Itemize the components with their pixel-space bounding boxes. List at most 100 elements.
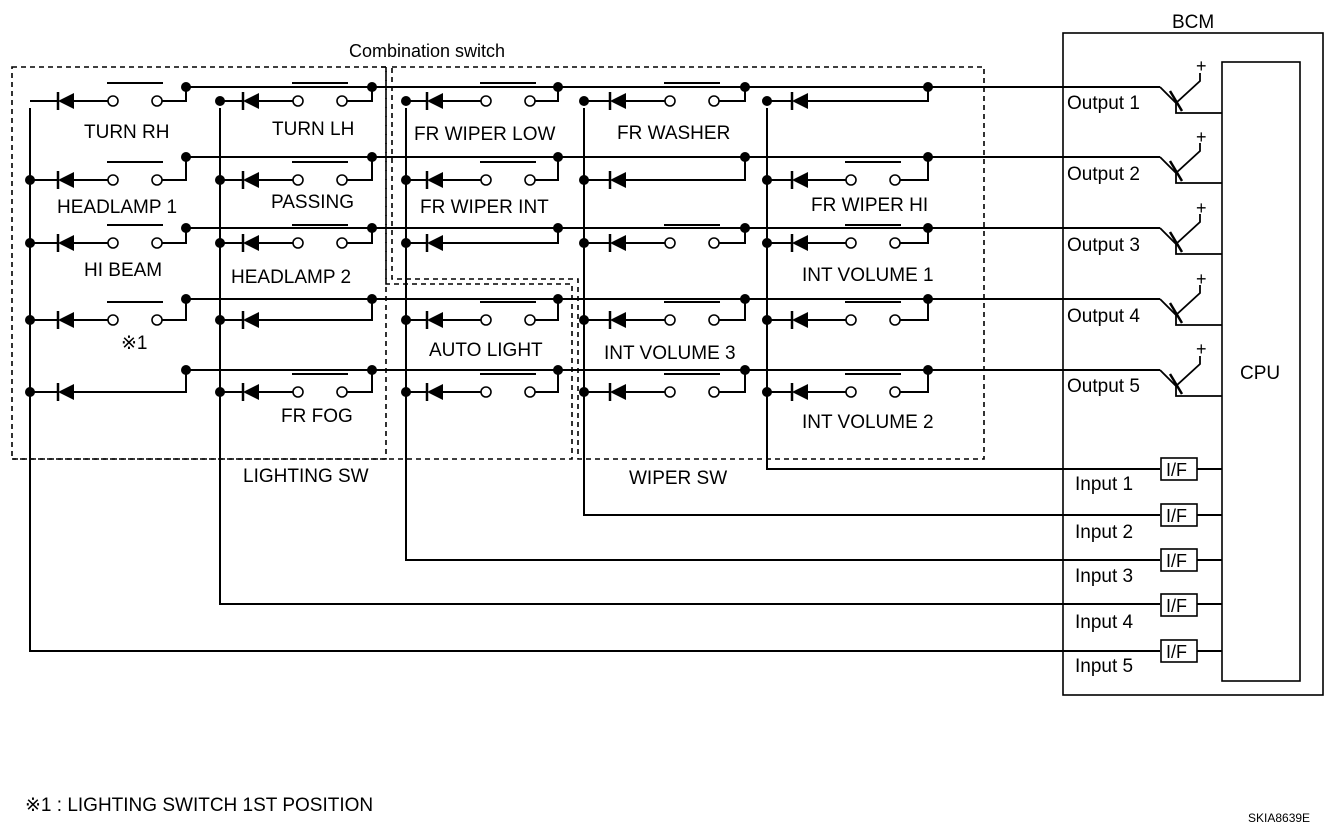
wire [162, 299, 187, 321]
diode [243, 384, 259, 400]
switch-contact [480, 301, 536, 326]
cpu-box [1221, 61, 1301, 682]
junction-dot [740, 152, 750, 162]
switch-contact [107, 224, 163, 249]
label-note-1: ※1 [121, 333, 148, 354]
interface-2: I/F [1160, 503, 1198, 527]
input-label-5: Input 5 [1075, 656, 1133, 677]
diode [792, 312, 808, 328]
input-5-line [29, 108, 1160, 652]
junction-dot [579, 96, 589, 106]
input-label-2: Input 2 [1075, 522, 1133, 543]
wire [535, 157, 559, 181]
input-label-1: Input 1 [1075, 474, 1133, 495]
wire [626, 157, 746, 181]
junction-dot [553, 294, 563, 304]
plus-4: + [1196, 269, 1207, 289]
interface-5: I/F [1160, 639, 1198, 663]
output-transistor-3 [1159, 214, 1222, 255]
junction-dot [762, 96, 772, 106]
svg-text:I/F: I/F [1166, 506, 1187, 526]
junction-dot [367, 82, 377, 92]
diode [427, 384, 443, 400]
junction-dot [401, 175, 411, 185]
switch-contact [292, 82, 348, 107]
lighting-switch-enclosure [12, 66, 573, 460]
label-fr-wiper-hi: FR WIPER HI [811, 195, 928, 216]
input-label-4: Input 4 [1075, 612, 1134, 633]
junction-dot [923, 365, 933, 375]
junction-dot [553, 365, 563, 375]
label-headlamp-2: HEADLAMP 2 [231, 267, 351, 288]
diode [427, 235, 443, 251]
combination-switch-enclosure [11, 66, 387, 460]
switch-contact [664, 301, 720, 326]
junction-dot [181, 294, 191, 304]
junction-dot [367, 223, 377, 233]
junction-dot [367, 365, 377, 375]
junction-dot [762, 387, 772, 397]
junction-dot [181, 152, 191, 162]
wire [900, 370, 929, 393]
lighting-sw-label: LIGHTING SW [243, 466, 369, 487]
label-hi-beam: HI BEAM [84, 260, 162, 281]
wire [259, 299, 373, 321]
wire [535, 370, 559, 393]
svg-text:I/F: I/F [1166, 551, 1187, 571]
junction-dot [367, 152, 377, 162]
diode [792, 235, 808, 251]
diode [58, 384, 74, 400]
plus-5: + [1196, 339, 1207, 359]
junction-dot [181, 365, 191, 375]
junction-dot [740, 294, 750, 304]
diode [58, 312, 74, 328]
cpu-label: CPU [1240, 363, 1280, 384]
diode [427, 312, 443, 328]
interface-3: I/F [1160, 548, 1198, 572]
junction-dot [579, 238, 589, 248]
switch-contact [292, 161, 348, 186]
junction-dot [923, 82, 933, 92]
svg-text:I/F: I/F [1166, 460, 1187, 480]
label-auto-light: AUTO LIGHT [429, 340, 543, 361]
junction-dot [553, 223, 563, 233]
switch-contact [664, 373, 720, 398]
switch-contact [107, 82, 163, 107]
diode [58, 172, 74, 188]
junction-dot [25, 315, 35, 325]
label-turn-rh: TURN RH [84, 122, 170, 143]
label-int-volume-2: INT VOLUME 2 [802, 412, 934, 433]
junction-dot [401, 387, 411, 397]
footnote: ※1 : LIGHTING SWITCH 1ST POSITION [25, 795, 373, 816]
switch-contact [845, 301, 901, 326]
wire [443, 228, 559, 244]
label-int-volume-1: INT VOLUME 1 [802, 265, 934, 286]
plus-1: + [1196, 56, 1207, 76]
switch-contact [107, 301, 163, 326]
label-fr-wiper-int: FR WIPER INT [420, 197, 549, 218]
diode [610, 93, 626, 109]
diode [792, 384, 808, 400]
switch-contact [480, 161, 536, 186]
diode [610, 172, 626, 188]
output-transistor-4 [1159, 285, 1222, 326]
output-label-1: Output 1 [1067, 93, 1140, 114]
junction-dot [25, 238, 35, 248]
diode [610, 312, 626, 328]
junction-dot [923, 152, 933, 162]
diode [427, 172, 443, 188]
svg-text:I/F: I/F [1166, 642, 1187, 662]
junction-dot [215, 315, 225, 325]
switch-contact [480, 373, 536, 398]
diode [243, 172, 259, 188]
output-transistor-2 [1159, 143, 1222, 184]
junction-dot [215, 387, 225, 397]
switch-contact [664, 224, 720, 249]
junction-dot [553, 152, 563, 162]
junction-dot [579, 387, 589, 397]
diode [610, 235, 626, 251]
combination-switch-label: Combination switch [349, 41, 505, 61]
junction-dot [740, 223, 750, 233]
output-label-2: Output 2 [1067, 164, 1140, 185]
